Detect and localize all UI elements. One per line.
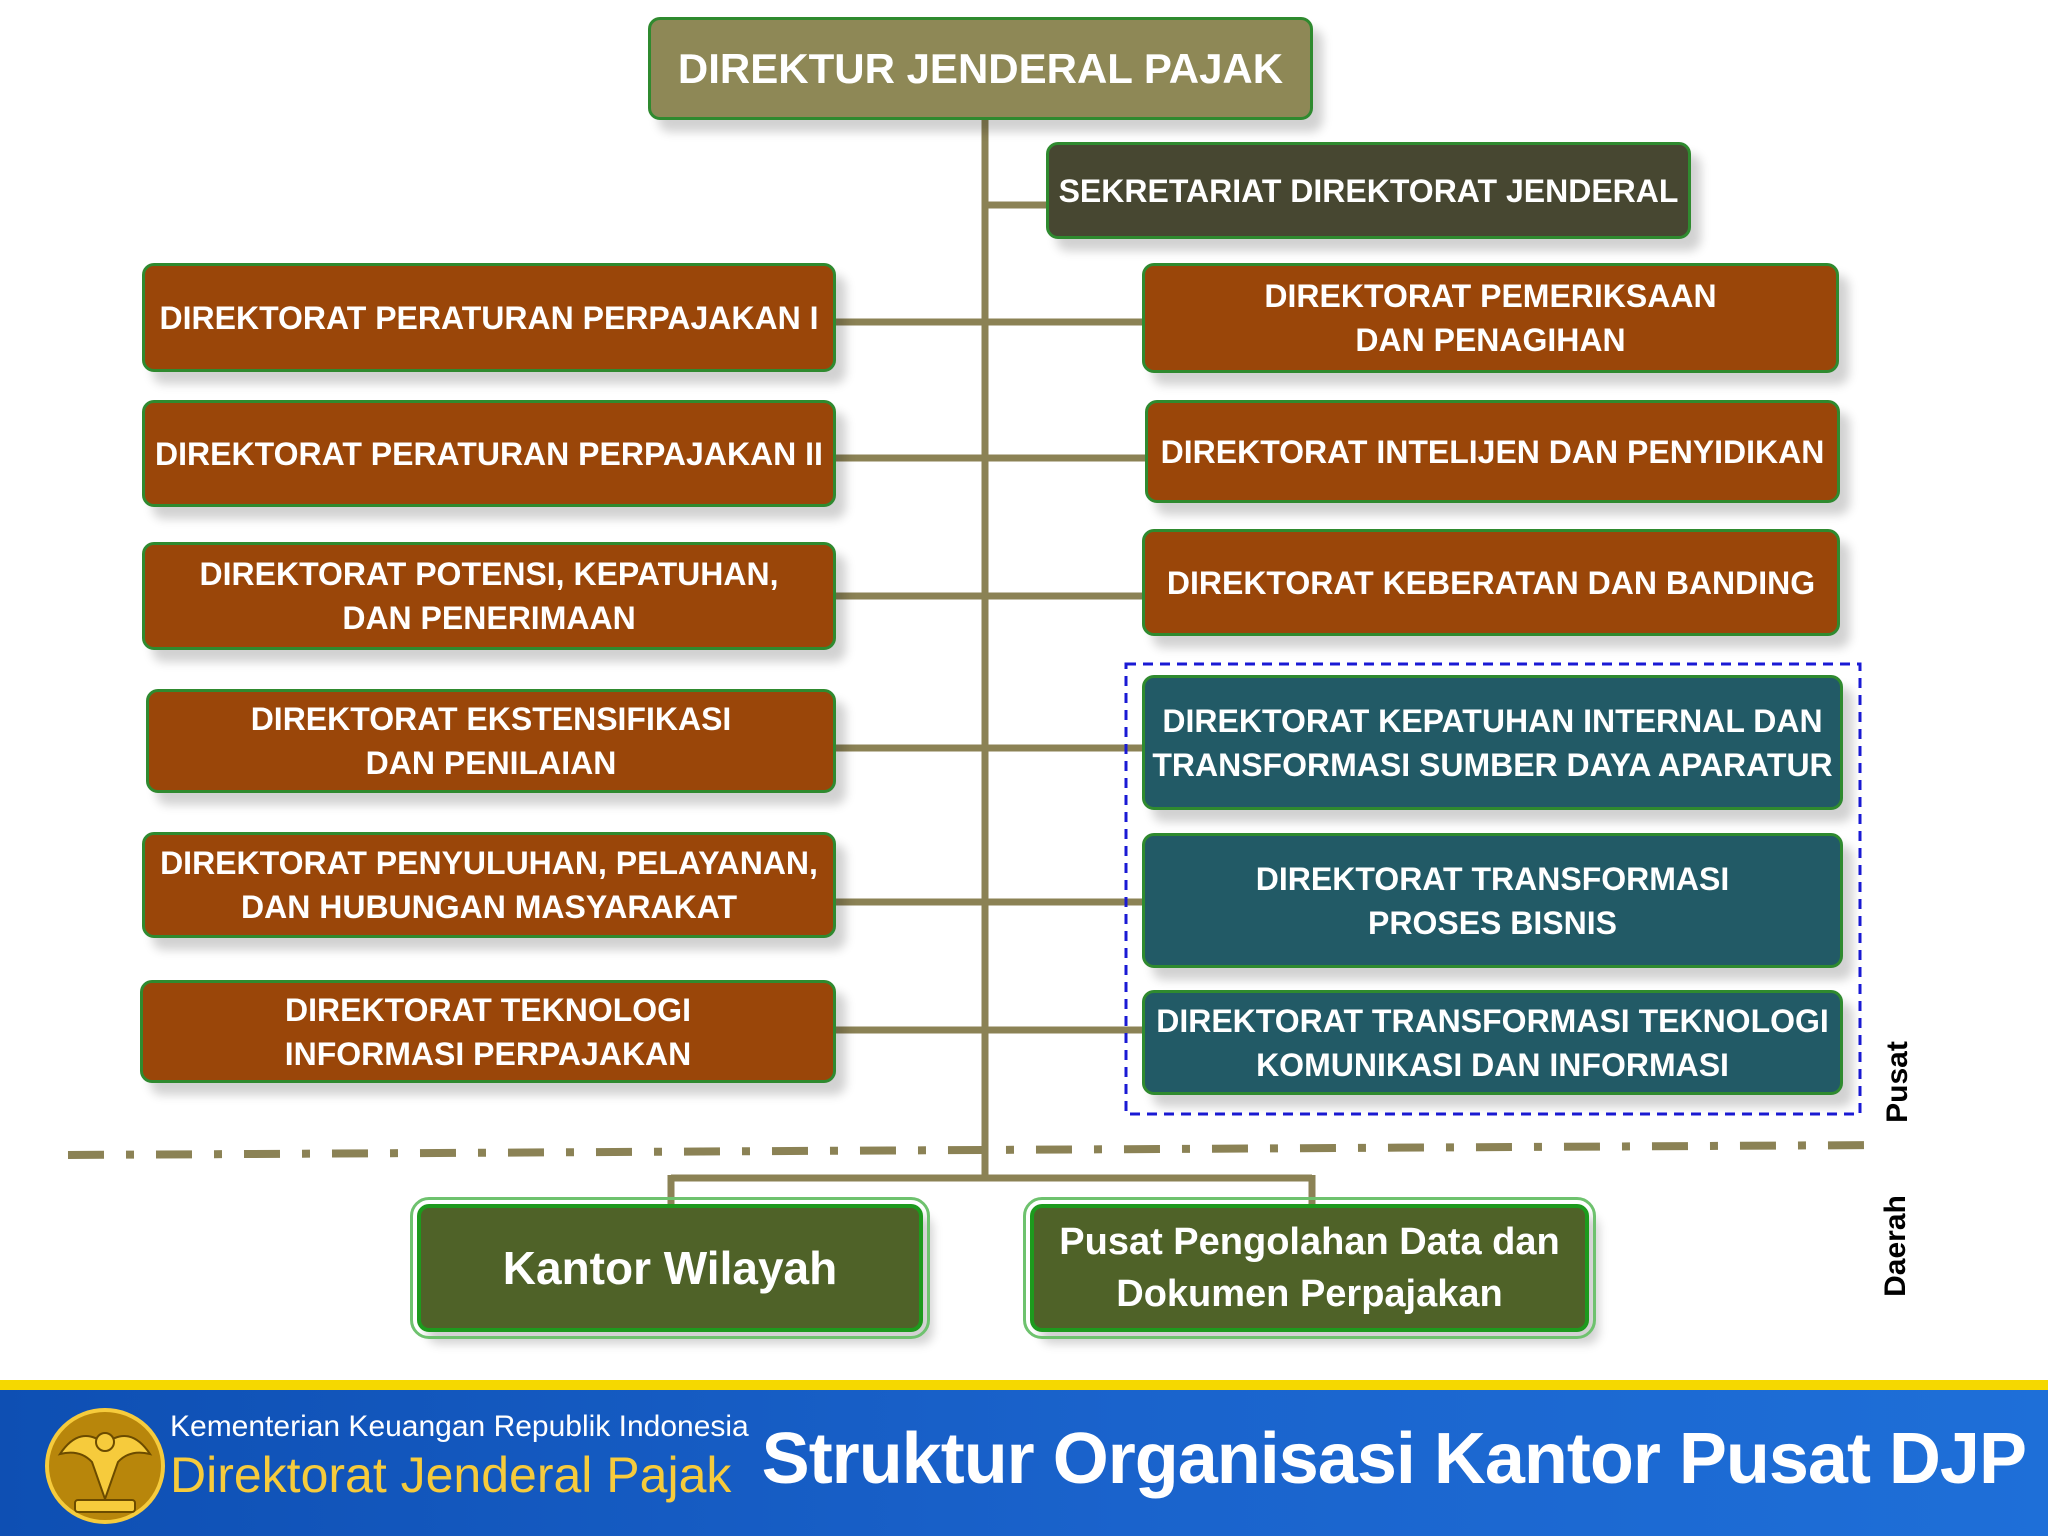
directorate-right-3: DIREKTORAT KEBERATAN DAN BANDING bbox=[1142, 529, 1840, 636]
directorate-transformation-1: DIREKTORAT KEPATUHAN INTERNAL DAN TRANSFO… bbox=[1142, 675, 1843, 810]
regional-unit-label: Dokumen Perpajakan bbox=[1116, 1273, 1503, 1315]
org-chart: DIREKTUR JENDERAL PAJAK SEKRETARIAT DIRE… bbox=[67, 17, 1914, 1339]
directorate-transformation-2: DIREKTORAT TRANSFORMASI PROSES BISNIS bbox=[1142, 833, 1843, 968]
directorate-left-6: DIREKTORAT TEKNOLOGI INFORMASI PERPAJAKAN bbox=[140, 980, 836, 1083]
directorate-left-label: DIREKTORAT PERATURAN PERPAJAKAN I bbox=[159, 299, 819, 336]
directorate-left-label: DIREKTORAT EKSTENSIFIKASI bbox=[250, 701, 732, 737]
directorate-left-label: DIREKTORAT POTENSI, KEPATUHAN, bbox=[199, 556, 779, 592]
directorate-transformation-label: TRANSFORMASI SUMBER DAYA APARATUR bbox=[1152, 746, 1833, 783]
directorate-left-5: DIREKTORAT PENYULUHAN, PELAYANAN, DAN HUB… bbox=[142, 832, 836, 938]
secretariat-box: SEKRETARIAT DIREKTORAT JENDERAL bbox=[1046, 142, 1691, 239]
page-title: Struktur Organisasi Kantor Pusat DJP bbox=[761, 1419, 2027, 1499]
directorate-left-1: DIREKTORAT PERATURAN PERPAJAKAN I bbox=[142, 263, 836, 372]
directorate-left-label: DAN PENILAIAN bbox=[365, 745, 617, 781]
directorate-right-2: DIREKTORAT INTELIJEN DAN PENYIDIKAN bbox=[1145, 400, 1840, 503]
directorate-left-label: DIREKTORAT TEKNOLOGI bbox=[285, 991, 691, 1028]
directorate-left-label: INFORMASI PERPAJAKAN bbox=[284, 1035, 692, 1072]
footer-banner: Kementerian Keuangan Republik Indonesia … bbox=[0, 1380, 2048, 1536]
directorate-left-2: DIREKTORAT PERATURAN PERPAJAKAN II bbox=[142, 400, 836, 507]
directorate-transformation-3: DIREKTORAT TRANSFORMASI TEKNOLOGI KOMUNIK… bbox=[1142, 990, 1843, 1095]
directorate-transformation-label: DIREKTORAT KEPATUHAN INTERNAL DAN bbox=[1162, 702, 1823, 739]
directorate-left-4: DIREKTORAT EKSTENSIFIKASI DAN PENILAIAN bbox=[146, 689, 836, 793]
directorate-right-label: DAN PENAGIHAN bbox=[1355, 322, 1626, 358]
directorate-left-3: DIREKTORAT POTENSI, KEPATUHAN, DAN PENERI… bbox=[142, 542, 836, 650]
directorate-right-label: DIREKTORAT PEMERIKSAAN bbox=[1264, 278, 1717, 314]
ministry-name: Kementerian Keuangan Republik Indonesia bbox=[170, 1410, 749, 1443]
transformation-group-frame bbox=[1124, 662, 1862, 1116]
head-label: DIREKTUR JENDERAL PAJAK bbox=[677, 44, 1284, 92]
directorate-right-1: DIREKTORAT PEMERIKSAAN DAN PENAGIHAN bbox=[1142, 263, 1839, 373]
regional-unit-label: Kantor Wilayah bbox=[502, 1242, 838, 1294]
directorate-left-label: DAN PENERIMAAN bbox=[342, 600, 636, 636]
pusat-label: Pusat bbox=[1881, 1041, 1914, 1123]
directorate-transformation-label: DIREKTORAT TRANSFORMASI bbox=[1255, 860, 1730, 897]
directorate-right-label: DIREKTORAT KEBERATAN DAN BANDING bbox=[1166, 564, 1816, 601]
directorate-left-label: DAN HUBUNGAN MASYARAKAT bbox=[241, 889, 737, 925]
directorate-general-name: Direktorat Jenderal Pajak bbox=[170, 1447, 732, 1503]
garuda-emblem-icon bbox=[45, 1408, 165, 1524]
connector-lines bbox=[67, 118, 1886, 1204]
directorate-transformation-label: DIREKTORAT TRANSFORMASI TEKNOLOGI bbox=[1156, 1002, 1829, 1039]
directorate-transformation-label: PROSES BISNIS bbox=[1368, 904, 1617, 941]
directorate-left-label: DIREKTORAT PENYULUHAN, PELAYANAN, bbox=[160, 845, 818, 881]
directorate-right-label: DIREKTORAT INTELIJEN DAN PENYIDIKAN bbox=[1160, 433, 1825, 470]
divider-dash-dot bbox=[67, 1141, 1886, 1159]
directorate-transformation-label: KOMUNIKASI DAN INFORMASI bbox=[1256, 1046, 1729, 1083]
head-direktur-jenderal: DIREKTUR JENDERAL PAJAK bbox=[648, 17, 1313, 120]
daerah-label: Daerah bbox=[1879, 1195, 1912, 1297]
directorate-left-label: DIREKTORAT PERATURAN PERPAJAKAN II bbox=[155, 435, 823, 472]
regional-unit-1: Kantor Wilayah bbox=[410, 1197, 930, 1339]
regional-unit-label: Pusat Pengolahan Data dan bbox=[1059, 1221, 1560, 1263]
secretariat-label: SEKRETARIAT DIREKTORAT JENDERAL bbox=[1058, 172, 1679, 209]
